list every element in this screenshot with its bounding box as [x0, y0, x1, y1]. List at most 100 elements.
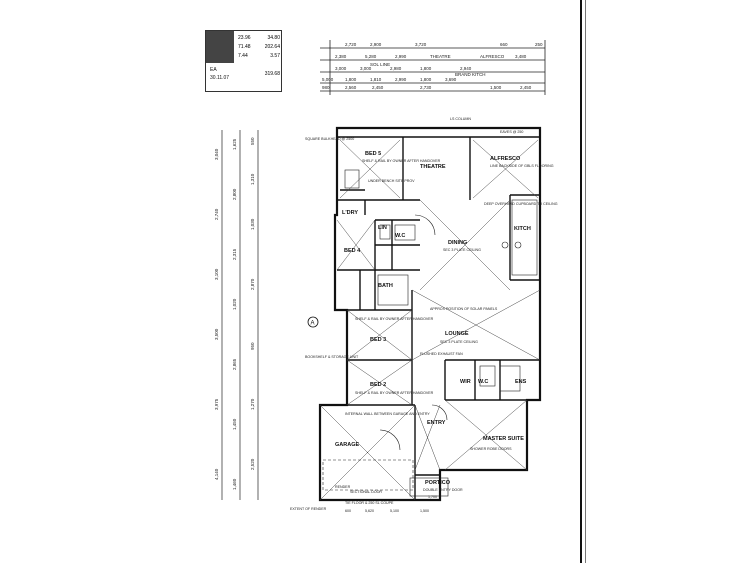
svg-text:APPROX POSITION OF SOLAR PANEL: APPROX POSITION OF SOLAR PANELS: [430, 307, 498, 311]
area-row-4: 319.68: [264, 71, 280, 77]
svg-text:2,730: 2,730: [420, 85, 432, 90]
svg-text:5,280: 5,280: [365, 54, 377, 59]
room-garage: GARAGE: [335, 442, 359, 448]
svg-text:DEEP OVERHEAD CUPBOARD TO CEIL: DEEP OVERHEAD CUPBOARD TO CEILING: [484, 202, 558, 206]
svg-text:1,460: 1,460: [232, 478, 237, 490]
svg-text:250: 250: [535, 42, 543, 47]
svg-text:3,720: 3,720: [415, 42, 427, 47]
svg-text:950: 950: [250, 342, 255, 350]
svg-text:2,940: 2,940: [460, 66, 472, 71]
svg-text:5,620: 5,620: [365, 509, 374, 513]
top-dimension-lines: [320, 40, 546, 95]
svg-text:ALFRESCO: ALFRESCO: [480, 54, 505, 59]
svg-text:1,310: 1,310: [250, 173, 255, 185]
svg-text:1,800: 1,800: [345, 77, 357, 82]
room-bed5: BED 5: [365, 151, 381, 157]
svg-text:UNDER BENCH SITE PROV: UNDER BENCH SITE PROV: [368, 179, 415, 183]
svg-text:SHELF & RAIL BY OWNER AFTER HA: SHELF & RAIL BY OWNER AFTER HANDOVER: [355, 391, 434, 395]
area-date: 30.11.07: [210, 75, 230, 81]
room-lin: LIN: [378, 225, 387, 231]
internal-walls: [320, 136, 540, 500]
ceiling-diagonals: [319, 139, 541, 501]
svg-text:3,975: 3,975: [214, 398, 219, 410]
svg-text:1,500: 1,500: [420, 509, 429, 513]
svg-text:2,990: 2,990: [395, 54, 407, 59]
room-theatre: THEATRE: [420, 164, 446, 170]
svg-text:1,700: 1,700: [428, 495, 437, 499]
svg-text:3,000: 3,000: [335, 66, 347, 71]
room-lounge: LOUNGE: [445, 331, 469, 337]
svg-text:SHELF & RAIL BY OWNER AFTER HA: SHELF & RAIL BY OWNER AFTER HANDOVER: [355, 317, 434, 321]
svg-text:BOOKSHELF & STORAGE UNIT: BOOKSHELF & STORAGE UNIT: [305, 355, 359, 359]
page-edge-shadow: [585, 0, 586, 563]
area-schedule-shaded-header: [206, 31, 234, 63]
svg-text:4,140: 4,140: [214, 468, 219, 480]
svg-text:2,720: 2,720: [345, 42, 357, 47]
svg-text:RENDER: RENDER: [335, 485, 351, 489]
svg-text:2,450: 2,450: [520, 85, 532, 90]
svg-text:SECTIONAL DOOR: SECTIONAL DOOR: [350, 490, 382, 494]
svg-text:3,100: 3,100: [214, 268, 219, 280]
svg-text:LINE BACKSIDE OF GBLS FLOORING: LINE BACKSIDE OF GBLS FLOORING: [490, 164, 554, 168]
room-labels: BED 5 THEATRE ALFRESCO DINING KITCH BED …: [335, 151, 531, 486]
room-ldry: L'DRY: [342, 210, 358, 216]
svg-text:3,040: 3,040: [214, 148, 219, 160]
svg-text:2,560: 2,560: [345, 85, 357, 90]
svg-text:2,450: 2,450: [372, 85, 384, 90]
svg-text:DOUBLE ENTRY DOOR: DOUBLE ENTRY DOOR: [423, 488, 463, 492]
svg-text:3,690: 3,690: [445, 77, 457, 82]
svg-text:INTERNAL WALL BETWEEN GARAGE A: INTERNAL WALL BETWEEN GARAGE AND ENTRY: [345, 412, 430, 416]
ea-label: EA: [210, 67, 217, 73]
svg-text:SHOWER ROBE DOORS: SHOWER ROBE DOORS: [470, 447, 512, 451]
svg-text:2,980: 2,980: [390, 66, 402, 71]
annotation-notes: LS COLUMN EAVES @ 250 SHELF & RAIL BY OW…: [290, 117, 558, 513]
svg-text:1,450: 1,450: [232, 418, 237, 430]
room-wc: W.C: [395, 233, 405, 239]
left-dimension-text: 3,040 2,740 3,100 3,500 3,975 4,140 1,62…: [214, 137, 255, 490]
room-alfresco: ALFRESCO: [490, 156, 521, 162]
svg-text:660: 660: [500, 42, 508, 47]
svg-text:550: 550: [250, 137, 255, 145]
room-ens: ENS: [515, 379, 527, 385]
fixtures: [322, 169, 538, 497]
svg-text:2,740: 2,740: [214, 208, 219, 220]
svg-text:TIE FLOOR & 250 SL COUPE: TIE FLOOR & 250 SL COUPE: [345, 501, 394, 505]
top-dimension-text: 2,720 2,900 3,720 660 250 2,380 5,280 2,…: [322, 42, 543, 90]
svg-text:5,000: 5,000: [322, 77, 334, 82]
svg-text:600: 600: [345, 509, 351, 513]
room-wc2: W.C: [478, 379, 488, 385]
svg-text:1,625: 1,625: [232, 138, 237, 150]
svg-text:2,520: 2,520: [250, 458, 255, 470]
svg-text:2,800: 2,800: [232, 188, 237, 200]
svg-text:1,800: 1,800: [420, 66, 432, 71]
svg-text:2,900: 2,900: [370, 42, 382, 47]
svg-text:2,380: 2,380: [335, 54, 347, 59]
svg-text:SHELF & RAIL BY OWNER AFTER HA: SHELF & RAIL BY OWNER AFTER HANDOVER: [362, 159, 441, 163]
svg-text:5,100: 5,100: [390, 509, 399, 513]
room-entry: ENTRY: [427, 420, 446, 426]
svg-text:1,500: 1,500: [490, 85, 502, 90]
svg-text:A: A: [311, 321, 315, 327]
svg-text:2,865: 2,865: [232, 358, 237, 370]
svg-text:980: 980: [322, 85, 330, 90]
svg-text:1,270: 1,270: [250, 398, 255, 410]
svg-text:EXTENT OF RENDER: EXTENT OF RENDER: [290, 507, 327, 511]
svg-text:LS COLUMN: LS COLUMN: [450, 117, 471, 121]
room-bed4: BED 4: [344, 248, 361, 254]
room-bed3: BED 3: [370, 337, 386, 343]
room-bath: BATH: [378, 283, 393, 289]
room-kitch: KITCH: [514, 226, 531, 232]
svg-text:1,800: 1,800: [420, 77, 432, 82]
svg-text:SOL LINE: SOL LINE: [370, 62, 390, 67]
svg-text:3,500: 3,500: [214, 328, 219, 340]
svg-text:1,020: 1,020: [232, 298, 237, 310]
room-dining: DINING: [448, 240, 467, 246]
svg-text:2,315: 2,315: [232, 248, 237, 260]
svg-text:SEC 3 PLATE CEILING: SEC 3 PLATE CEILING: [440, 340, 478, 344]
svg-text:3,000: 3,000: [360, 66, 372, 71]
room-portico: PORTICO: [425, 480, 451, 486]
